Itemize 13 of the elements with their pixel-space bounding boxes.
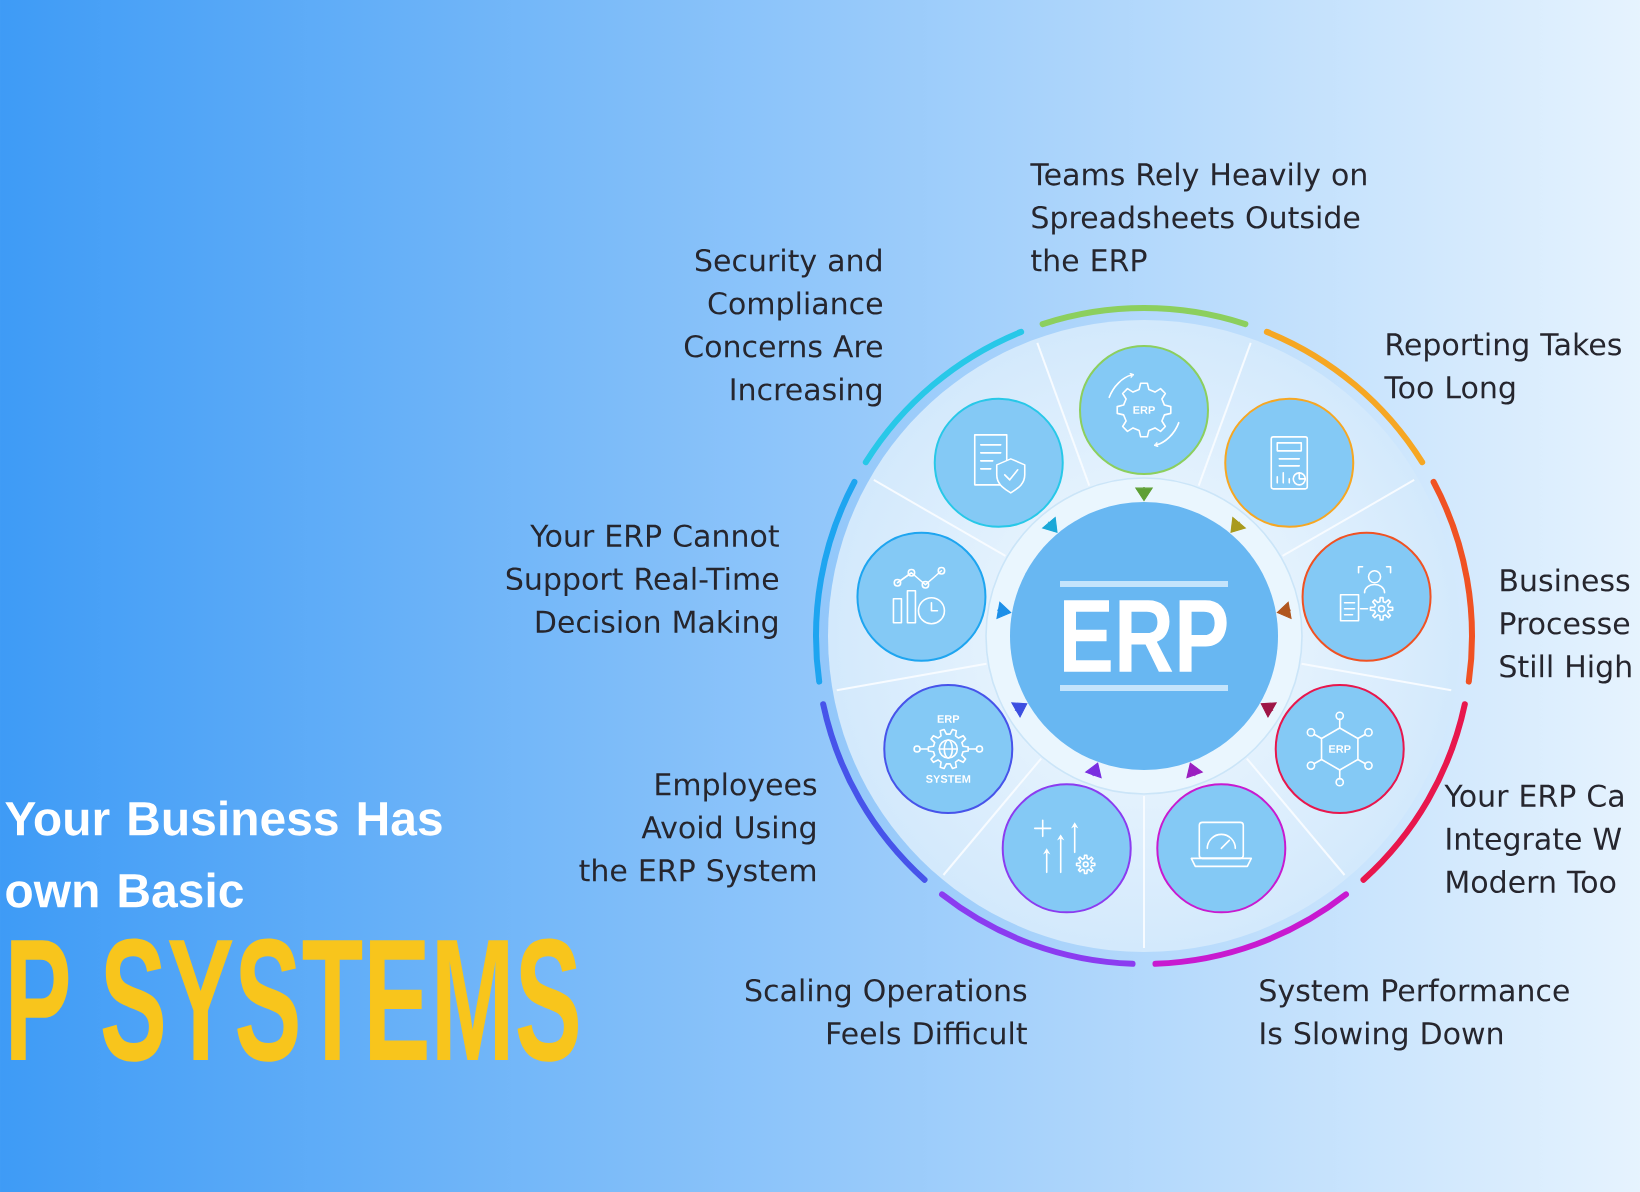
node-label: Business Processe Still High bbox=[1500, 568, 1631, 684]
headline: P SYSTEMS bbox=[11, 938, 578, 1062]
arrowhead bbox=[1276, 601, 1292, 620]
title: Your Business Has own Basic bbox=[5, 800, 442, 908]
node-label: Employees Avoid Using the ERP System bbox=[579, 772, 817, 888]
node-label: Security and Compliance Concerns Are Increasing bbox=[684, 248, 882, 407]
arrowhead bbox=[1084, 762, 1102, 779]
node-label: Scaling Operations Feels Difficult bbox=[746, 978, 1027, 1045]
node-label: System Performance Is Slowing Down bbox=[1260, 978, 1569, 1051]
node-label: Your ERP Cannot Support Real-Time Decision Making bbox=[506, 524, 779, 639]
node-label: Reporting Takes Too Long bbox=[1384, 332, 1621, 405]
node-label: Teams Rely Heavily on Spreadsheets Outside the ERP bbox=[1030, 162, 1366, 272]
node-label: Your ERP Ca Integrate W Modern Too bbox=[1444, 784, 1623, 894]
